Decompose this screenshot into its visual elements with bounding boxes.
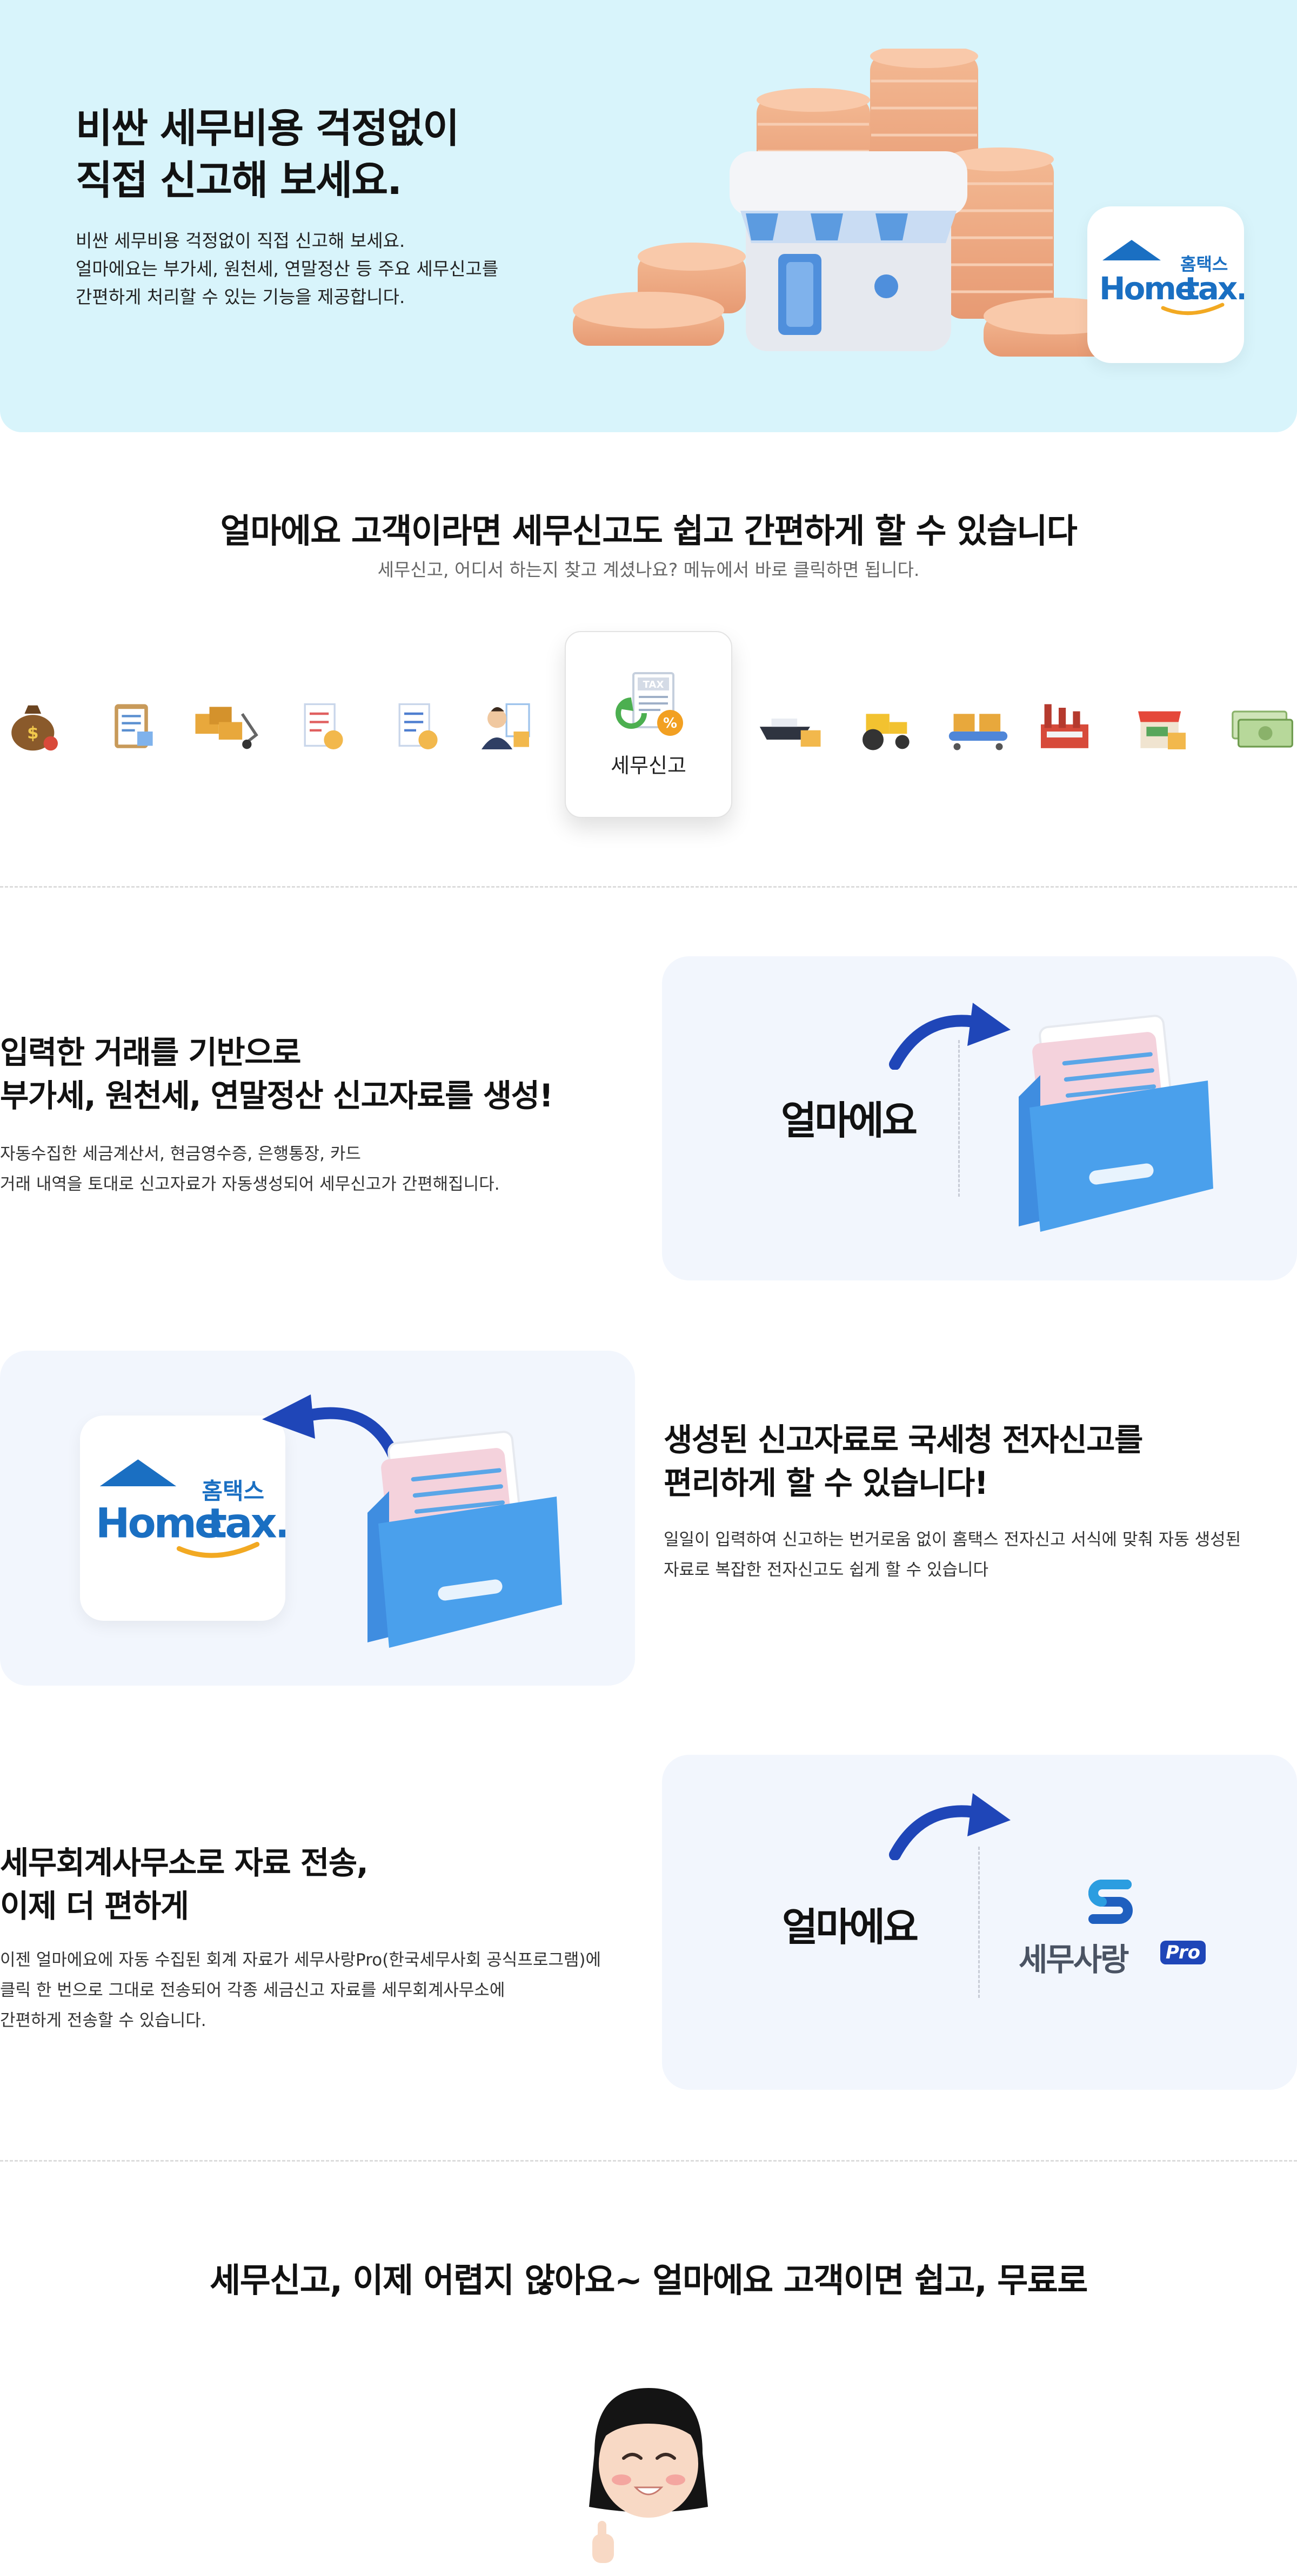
clipboard-report-icon[interactable] xyxy=(102,696,161,755)
hero-desc-line3: 간편하게 처리할 수 있는 기능을 제공합니다. xyxy=(76,286,405,307)
feature1-desc-line1: 자동수집한 세금계산서, 현금영수증, 은행통장, 카드 xyxy=(0,1144,361,1164)
store-building xyxy=(730,151,967,351)
feature2-title-line2: 편리하게 할 수 있습니다! xyxy=(664,1465,988,1501)
feature1-panel: 얼마에요 xyxy=(662,956,1297,1280)
hero-title: 비싼 세무비용 걱정없이 직접 신고해 보세요. xyxy=(76,103,459,206)
ship-icon[interactable] xyxy=(754,696,824,755)
file-folder-icon xyxy=(367,1431,562,1648)
feature3-desc-line3: 간편하게 전송할 수 있습니다. xyxy=(0,2011,206,2030)
section-divider-2 xyxy=(0,2160,1297,2162)
invoice-coin-icon[interactable] xyxy=(292,696,351,755)
hometax-latin-a: Home xyxy=(96,1499,220,1547)
coin-front-left xyxy=(573,243,746,346)
feature3-brand-logo: 얼마에요 xyxy=(782,1904,919,1950)
money-bag-icon[interactable]: $ xyxy=(4,696,64,755)
hometax-logo-card: 홈택스 Home tax. xyxy=(1087,206,1244,363)
svg-text:TAX: TAX xyxy=(643,679,664,690)
hero-desc-line1: 비싼 세무비용 걱정없이 직접 신고해 보세요. xyxy=(76,230,405,251)
document-coin-icon[interactable] xyxy=(386,696,446,755)
intro-title: 얼마에요 고객이라면 세무신고도 쉽고 간편하게 할 수 있습니다 xyxy=(220,511,1078,551)
file-folder-icon xyxy=(1019,1015,1213,1232)
semusarang-pro-logo: 세무사랑 Pro xyxy=(1019,1874,1213,1982)
hero-desc-line2: 얼마에요는 부가세, 원천세, 연말정산 등 주요 세무신고를 xyxy=(76,258,499,279)
feature2-panel: 홈택스 Home tax. xyxy=(0,1351,635,1686)
feature3-title-line1: 세무회계사무소로 자료 전송, xyxy=(0,1844,369,1881)
svg-text:$: $ xyxy=(27,723,38,743)
feature2-hometax-card: 홈택스 Home tax. xyxy=(80,1416,285,1621)
svg-text:Home: Home xyxy=(1099,270,1195,307)
feature3-panel: 얼마에요 세무사랑 Pro xyxy=(662,1755,1297,2090)
svg-text:tax.: tax. xyxy=(1185,270,1244,307)
feature1-desc-line2: 거래 내역을 토대로 신고자료가 자동생성되어 세무신고가 간편해집니다. xyxy=(0,1175,500,1194)
svg-text:tax.: tax. xyxy=(208,1499,285,1547)
arrow-right-icon xyxy=(889,1793,1011,1860)
menu-icon-row: $ TAX % 세무신고 xyxy=(0,627,1297,821)
intro-subtitle: 세무신고, 어디서 하는지 찾고 계셨나요? 메뉴에서 바로 클릭하면 됩니다. xyxy=(377,559,920,580)
hometax-latin-b: tax. xyxy=(208,1499,285,1547)
delivery-cart-icon[interactable] xyxy=(192,696,262,755)
hero-banner: 비싼 세무비용 걱정없이 직접 신고해 보세요. 비싼 세무비용 걱정없이 직접… xyxy=(0,0,1297,432)
menu-item-tax-filing-label: 세무신고 xyxy=(611,754,686,777)
feature1-title-line2: 부가세, 원천세, 연말정산 신고자료를 생성! xyxy=(0,1077,553,1114)
feature2-title: 생성된 신고자료로 국세청 전자신고를 편리하게 할 수 있습니다! xyxy=(664,1418,1143,1505)
feature3-title-line2: 이제 더 편하게 xyxy=(0,1888,189,1924)
feature3-divider xyxy=(978,1847,980,1998)
conveyor-icon[interactable] xyxy=(943,696,1013,755)
semusarang-s-icon xyxy=(1088,1880,1133,1924)
feature3-desc-line2: 클릭 한 번으로 그대로 전송되어 각종 세금신고 자료를 세무회계사무소에 xyxy=(0,1981,505,2000)
hometax-korean: 홈택스 xyxy=(1180,254,1228,274)
mascot-girl-illustration xyxy=(589,2388,708,2576)
hero-title-line2: 직접 신고해 보세요. xyxy=(76,157,402,204)
hometax-latin-a: Home xyxy=(1099,270,1195,307)
factory-icon[interactable] xyxy=(1035,696,1094,755)
closing-title: 세무신고, 이제 어렵지 않아요~ 얼마에요 고객이면 쉽고, 무료로 xyxy=(210,2260,1088,2300)
tax-form-icon: TAX % xyxy=(616,672,683,736)
arrow-right-icon xyxy=(889,1003,1011,1070)
coin-stack-right xyxy=(946,147,1054,319)
hero-title-line1: 비싼 세무비용 걱정없이 xyxy=(76,105,459,152)
hometax-korean: 홈택스 xyxy=(202,1478,264,1505)
feature1-title-line1: 입력한 거래를 기반으로 xyxy=(0,1034,302,1071)
hometax-latin-b: tax. xyxy=(1185,270,1244,307)
hometax-logo: 홈택스 Home tax. xyxy=(96,1459,285,1558)
businessman-report-icon[interactable] xyxy=(476,696,535,755)
feature2-desc-line2: 자료로 복잡한 전자신고도 쉽게 할 수 있습니다 xyxy=(664,1560,989,1580)
feature2-title-line1: 생성된 신고자료로 국세청 전자신고를 xyxy=(664,1421,1143,1458)
menu-item-tax-filing[interactable]: TAX % 세무신고 xyxy=(565,631,732,818)
feature1-divider xyxy=(958,1040,960,1197)
arrow-left-icon xyxy=(262,1394,400,1461)
feature3-desc-line1: 이젠 얼마에요에 자동 수집된 회계 자료가 세무사랑Pro(한국세무사회 공식… xyxy=(0,1950,601,1970)
feature3-title: 세무회계사무소로 자료 전송, 이제 더 편하게 xyxy=(0,1841,369,1928)
feature3-description: 이젠 얼마에요에 자동 수집된 회계 자료가 세무사랑Pro(한국세무사회 공식… xyxy=(0,1945,601,2036)
feature1-title: 입력한 거래를 기반으로 부가세, 원천세, 연말정산 신고자료를 생성! xyxy=(0,1031,553,1117)
feature1-description: 자동수집한 세금계산서, 현금영수증, 은행통장, 카드 거래 내역을 토대로 … xyxy=(0,1139,500,1199)
hometax-logo: 홈택스 Home tax. xyxy=(1099,240,1244,316)
semusarang-name: 세무사랑 xyxy=(1019,1941,1129,1978)
hero-description: 비싼 세무비용 걱정없이 직접 신고해 보세요. 얼마에요는 부가세, 원천세,… xyxy=(76,227,498,311)
feature1-brand-logo: 얼마에요 xyxy=(781,1098,918,1143)
svg-text:Home: Home xyxy=(96,1499,220,1547)
tractor-icon[interactable] xyxy=(848,696,919,755)
feature2-description: 일일이 입력하여 신고하는 번거로움 없이 홈택스 전자신고 서식에 맞춰 자동… xyxy=(664,1525,1241,1585)
feature2-desc-line1: 일일이 입력하여 신고하는 번거로움 없이 홈택스 전자신고 서식에 맞춰 자동… xyxy=(664,1530,1241,1549)
svg-text:%: % xyxy=(663,715,677,732)
coins-store-illustration xyxy=(573,49,1129,357)
cash-icon[interactable] xyxy=(1227,696,1297,755)
semusarang-pro-badge: Pro xyxy=(1160,1941,1206,1964)
section-divider-1 xyxy=(0,886,1297,888)
shop-open-icon[interactable] xyxy=(1132,696,1192,755)
